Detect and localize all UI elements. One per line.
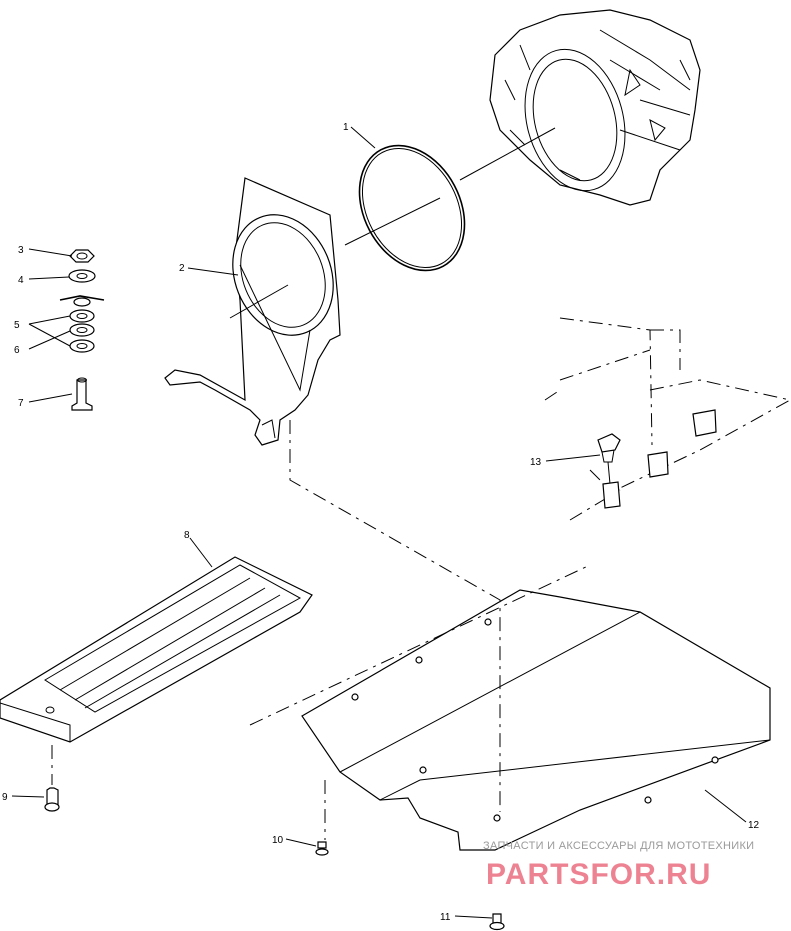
washers: [69, 309, 95, 353]
watermark-brand: PARTSFOR.RU: [486, 858, 711, 891]
callout-10: 10: [272, 835, 284, 846]
pump-cover-plate: [301, 589, 771, 851]
screw-11: [489, 913, 505, 931]
callout-12: 12: [748, 820, 760, 831]
screw-9: [44, 787, 60, 812]
o-ring: [358, 144, 466, 272]
callout-2: 2: [179, 263, 185, 274]
callout-6: 6: [14, 345, 20, 356]
callout-3: 3: [18, 245, 24, 256]
axis-line-ring: [344, 197, 441, 246]
pump-housing: [489, 9, 701, 206]
callout-1: 1: [343, 122, 349, 133]
intake-adapter: [164, 177, 341, 446]
center-lines: [51, 420, 591, 840]
callout-9: 9: [2, 792, 8, 803]
flat-washer: [68, 269, 96, 283]
ride-plate: [0, 556, 313, 743]
hull-frame-outline: [544, 317, 791, 521]
callout-5: 5: [14, 320, 20, 331]
lock-washer: [59, 295, 105, 307]
axis-line-housing: [459, 127, 556, 181]
callout-8: 8: [184, 530, 190, 541]
hex-nut: [69, 249, 95, 263]
callout-13: 13: [530, 457, 542, 468]
watermark-caption: ЗАПЧАСТИ И АКСЕССУАРЫ ДЛЯ МОТОТЕХНИКИ: [483, 840, 754, 852]
callout-11: 11: [440, 912, 451, 923]
callout-7: 7: [18, 398, 24, 409]
spacer-stud: [71, 377, 93, 411]
leader-lines: [11, 126, 747, 919]
screw-10: [315, 841, 329, 856]
callout-4: 4: [18, 275, 24, 286]
drain-plug: [597, 433, 621, 509]
